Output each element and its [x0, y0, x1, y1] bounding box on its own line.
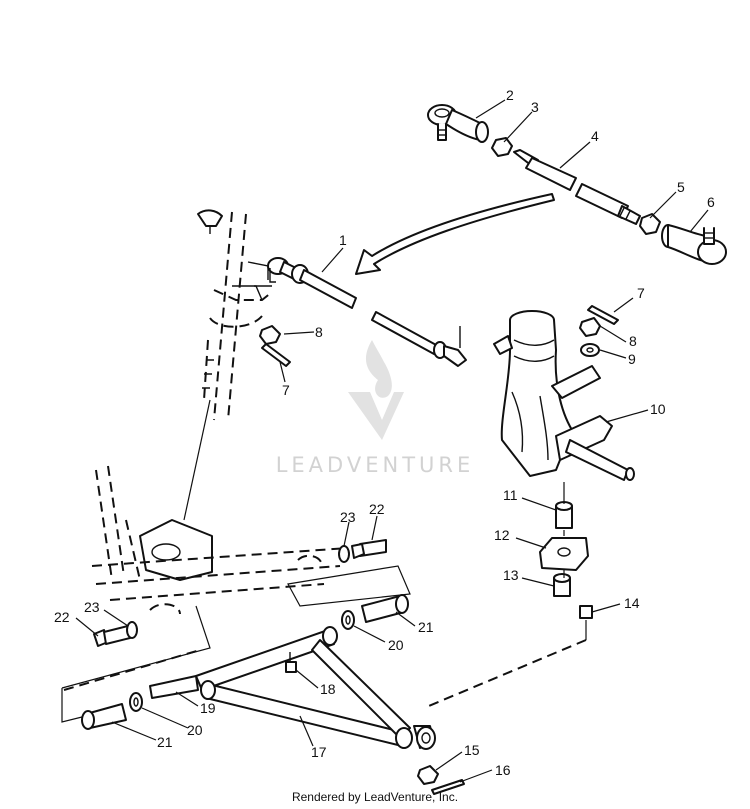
callouts: 1 2 3 4 5 6 7 8 9 10 8 7 11 12 13 14 23 … [54, 87, 715, 778]
spindle-axis-line [563, 482, 587, 640]
callout-2: 2 [506, 87, 514, 103]
watermark-v-icon [348, 392, 404, 440]
callout-8-left: 8 [315, 324, 323, 340]
bolt-14 [579, 605, 593, 619]
callout-19: 19 [200, 700, 216, 716]
jam-nut-right [639, 213, 661, 235]
callout-20-left: 20 [187, 722, 203, 738]
cotter-pin-7-left [261, 343, 291, 367]
a-arm [149, 626, 436, 750]
callout-6: 6 [707, 194, 715, 210]
callout-23-lower: 23 [84, 599, 100, 615]
nut-8-right [579, 317, 601, 337]
grease-fitting-18 [285, 652, 297, 673]
callout-21-left: 21 [157, 734, 173, 750]
assembly-arrow [355, 193, 555, 275]
callout-17: 17 [311, 744, 327, 760]
watermark-brand: LEADVENTURE [276, 453, 475, 477]
callout-11: 11 [503, 487, 518, 503]
callout-12: 12 [494, 527, 510, 543]
callout-1: 1 [339, 232, 347, 248]
adjuster-sleeve [513, 149, 641, 225]
bolt-22-upper [351, 539, 387, 559]
callout-22-upper: 22 [369, 501, 385, 517]
cotter-pin-7-right [587, 305, 619, 325]
callout-14: 14 [624, 595, 640, 611]
callout-10: 10 [650, 401, 666, 417]
footer-credit: Rendered by LeadVenture, Inc. [291, 790, 459, 804]
mount-box-left [61, 605, 211, 723]
bolt-22-lower [93, 625, 131, 647]
callout-5: 5 [677, 179, 685, 195]
steering-column [183, 209, 273, 521]
callout-18: 18 [320, 681, 336, 697]
mount-box-right [287, 565, 411, 607]
callout-8-right: 8 [629, 333, 637, 349]
cotter-pin-16 [431, 779, 465, 795]
callout-15: 15 [464, 742, 480, 758]
callout-9: 9 [628, 351, 636, 367]
nut-8-left [259, 325, 281, 345]
bushing-20-right [341, 610, 355, 630]
watermark-flame-icon [365, 340, 392, 398]
callout-16: 16 [495, 762, 511, 778]
tie-rod-end-inner [661, 224, 727, 265]
jam-nut-left [491, 137, 513, 157]
callout-21-right: 21 [418, 619, 434, 635]
washer-23-upper [338, 545, 350, 563]
bushing-20-left [129, 692, 143, 712]
leader-dashdot-left [63, 649, 201, 691]
callout-22-lower: 22 [54, 609, 70, 625]
pivot-shaft-21-right [361, 594, 409, 623]
bushing-13 [553, 573, 571, 597]
callout-13: 13 [503, 567, 519, 583]
leader-lines [75, 99, 709, 783]
bushing-11 [555, 501, 573, 529]
leader-dashdot-right [423, 639, 587, 709]
washer-9 [580, 343, 600, 357]
plate-12 [539, 537, 589, 571]
callout-7-right: 7 [637, 285, 645, 301]
pivot-shaft-21-left [81, 703, 127, 730]
tie-rod [267, 257, 467, 367]
callout-23-upper: 23 [340, 509, 356, 525]
callout-20-right: 20 [388, 637, 404, 653]
callout-3: 3 [531, 99, 539, 115]
watermark: LEADVENTURE [276, 340, 475, 477]
nut-15 [417, 765, 439, 785]
washer-23-lower [126, 621, 138, 639]
tie-rod-end-outer [427, 104, 489, 143]
spindle [493, 310, 635, 481]
callout-7-left: 7 [282, 382, 290, 398]
callout-4: 4 [591, 128, 599, 144]
frame [91, 465, 349, 615]
